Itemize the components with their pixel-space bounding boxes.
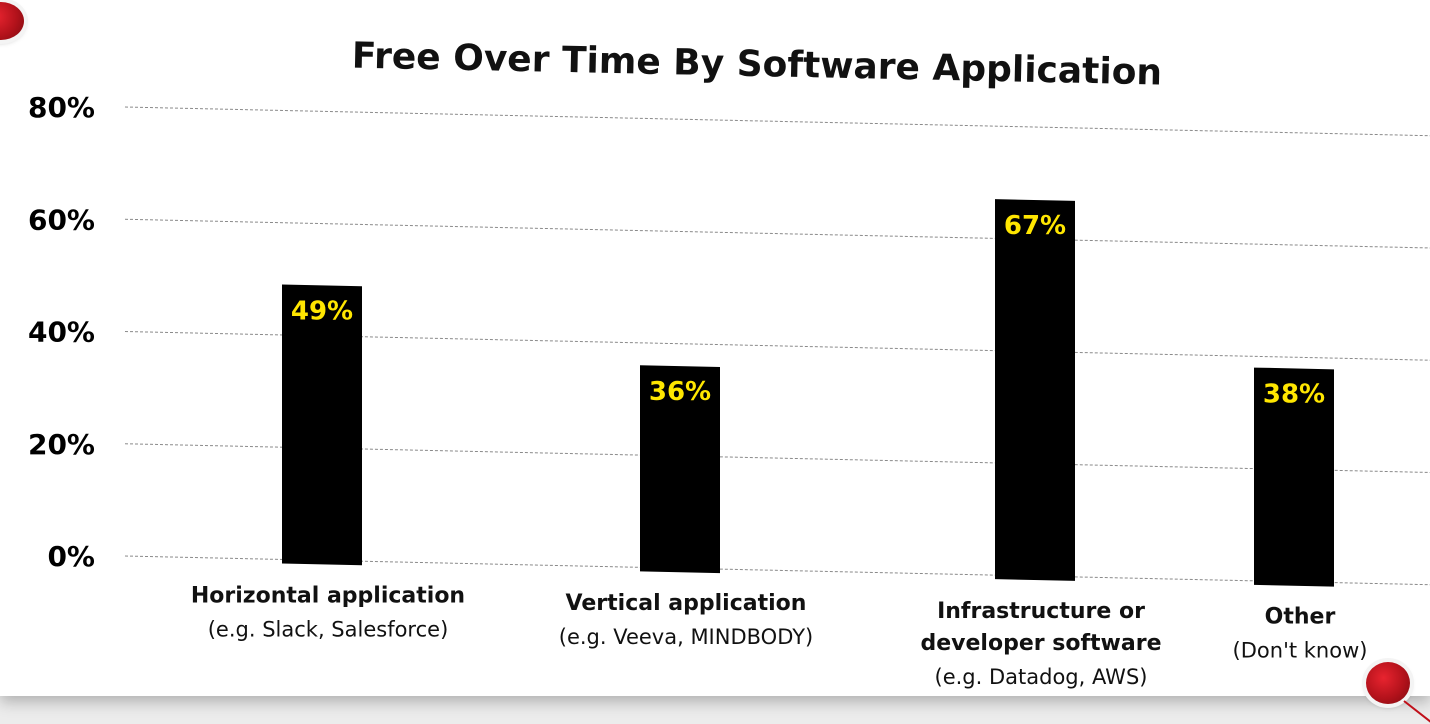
y-tick-label: 40% <box>28 316 95 349</box>
category-label: developer software <box>920 631 1161 656</box>
category-label: Infrastructure or <box>937 599 1145 624</box>
gridline <box>124 218 1430 249</box>
bar-value-label: 67% <box>1004 211 1066 241</box>
bar-value-label: 36% <box>649 377 711 407</box>
pushpin-icon <box>1366 662 1410 704</box>
y-tick-label: 60% <box>28 203 95 236</box>
bar-value-label: 38% <box>1263 379 1325 409</box>
category-sublabel: (e.g. Veeva, MINDBODY) <box>559 625 814 649</box>
y-tick-label: 0% <box>47 540 95 573</box>
chart-title: Free Over Time By Software Application <box>351 36 1162 94</box>
bars: 49% 36% 67% 38% <box>282 199 1334 587</box>
category-sublabel: (e.g. Datadog, AWS) <box>935 665 1148 689</box>
y-tick-label: 20% <box>28 428 95 461</box>
category-label: Horizontal application <box>191 583 465 608</box>
bar <box>640 365 720 574</box>
category-label: Other <box>1265 605 1336 630</box>
category-label: Vertical application <box>566 591 807 616</box>
bar-value-label: 49% <box>291 296 353 326</box>
category-sublabel: (Don't know) <box>1233 639 1368 663</box>
bar <box>995 199 1075 581</box>
y-tick-label: 80% <box>28 91 95 124</box>
bar-chart: Free Over Time By Software Application 0… <box>28 36 1430 689</box>
category-labels: Horizontal application (e.g. Slack, Sales… <box>191 583 1368 689</box>
pin-string <box>1403 700 1430 723</box>
chart-paper: Free Over Time By Software Application 0… <box>0 0 1430 696</box>
bar <box>1254 367 1334 587</box>
y-axis: 0% 20% 40% 60% 80% <box>28 91 95 573</box>
gridline <box>124 106 1430 137</box>
category-sublabel: (e.g. Slack, Salesforce) <box>208 617 449 641</box>
bar <box>282 284 362 566</box>
